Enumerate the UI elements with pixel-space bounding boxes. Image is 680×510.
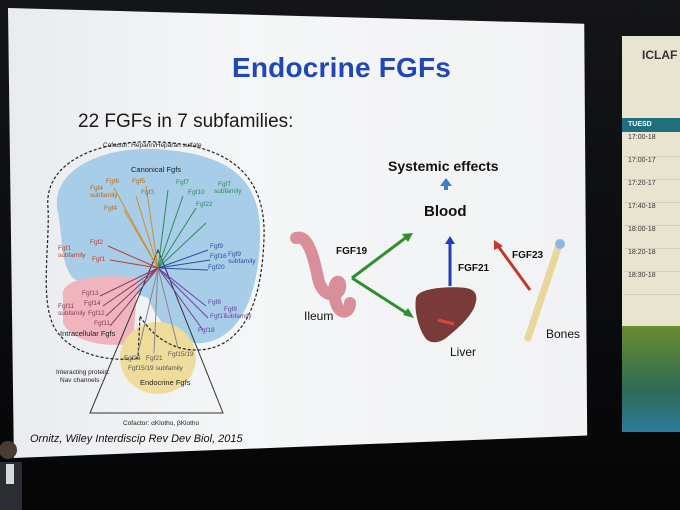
leaf-fgf23: Fgf23 <box>124 355 141 362</box>
leaf-fgf11: Fgf11 <box>94 320 111 327</box>
fgf23-arrowhead <box>494 240 503 250</box>
leaf-fgf5: Fgf5 <box>132 178 145 185</box>
slide-title: Endocrine FGFs <box>232 52 452 83</box>
ileum-label: Ileum <box>304 309 333 323</box>
leaf-fgf18: Fgf18 <box>198 327 215 334</box>
fgf21-arrowhead <box>445 236 455 244</box>
leaf-fgf1: Fgf1 <box>92 256 105 263</box>
schedule-time: 18:20-18 <box>624 249 680 272</box>
fgf1-subfamily-label: Fgf1 <box>58 245 71 252</box>
leaf-fgf20: Fgf20 <box>208 264 225 271</box>
leaf-fgf3: Fgf3 <box>141 189 154 196</box>
fgf7-subfamily-word: subfamily <box>214 188 242 195</box>
liver-illustration <box>415 287 477 343</box>
leaf-fgf16: Fgf16 <box>210 253 227 260</box>
intracellular-label: Intracellular Fgfs <box>60 329 116 338</box>
fgf8-subfamily-word: subfamily <box>224 313 252 320</box>
leaf-fgf8: Fgf8 <box>208 299 221 306</box>
blood-label: Blood <box>424 203 467 220</box>
fgf9-subfamily-label: Fgf9 <box>228 251 241 258</box>
fgf19-arrowhead-liver <box>403 308 414 318</box>
fgf11-subfamily-label: Fgf11 <box>58 303 75 310</box>
side-screen: ICLAF TUESD 17:00-18 17:00-17 17:20-17 1… <box>622 36 680 432</box>
ileum-illustration <box>290 231 356 318</box>
interacting-protein-label: Interacting protein: <box>56 369 110 376</box>
speaker-silhouette <box>0 441 22 510</box>
leaf-fgf9: Fgf9 <box>210 243 223 250</box>
fgf8-subfamily-label: Fgf8 <box>224 306 237 313</box>
leaf-fgf13: Fgf13 <box>82 290 99 297</box>
schedule-time: 17:40-18 <box>624 203 680 226</box>
fgf23-label: FGF23 <box>512 250 544 261</box>
leaf-fgf6: Fgf6 <box>106 178 119 185</box>
up-arrow-icon <box>440 178 452 190</box>
leaf-fgf17: Fgf17 <box>210 313 227 320</box>
bone-joint <box>555 239 565 249</box>
fgf19-arrow-blood <box>351 234 409 280</box>
side-schedule: 17:00-18 17:00-17 17:20-17 17:40-18 18:0… <box>624 134 680 295</box>
leaf-fgf2: Fgf2 <box>90 239 103 246</box>
liver-label: Liver <box>450 345 476 359</box>
bone-illustration <box>524 244 562 342</box>
schedule-time: 18:00-18 <box>624 226 680 249</box>
fgf4-subfamily-word: subfamily <box>90 192 118 199</box>
fgf15-subfamily-label: Fgf15/19 subfamily <box>128 365 184 372</box>
fgf7-subfamily-label: Fgf7 <box>218 181 231 188</box>
intracellular-fgfs-region <box>62 276 139 345</box>
leaf-fgf12: Fgf12 <box>88 310 105 317</box>
canonical-fgfs-region <box>56 148 261 344</box>
fgf19-label: FGF19 <box>336 246 368 257</box>
systemic-effects-label: Systemic effects <box>388 158 499 174</box>
fgf9-subfamily-word: subfamily <box>228 258 256 265</box>
schedule-time: 17:00-17 <box>624 157 680 180</box>
fgf19-arrow-liver <box>351 276 409 316</box>
slide-subtitle: 22 FGFs in 7 subfamilies: <box>78 111 294 132</box>
canonical-label: Canonical Fgfs <box>131 165 181 174</box>
schedule-time: 18:30-18 <box>624 272 680 295</box>
fgf23-arrow <box>496 245 532 291</box>
leaf-fgf14: Fgf14 <box>84 300 101 307</box>
leaf-fgf21: Fgf21 <box>146 355 163 362</box>
projected-slide: Endocrine FGFs 22 FGFs in 7 subfamilies: <box>8 8 588 458</box>
fgf1-subfamily-word: subfamily <box>58 252 86 259</box>
fgf4-subfamily-label: Fgf4 <box>90 185 103 192</box>
leaf-fgf7: Fgf7 <box>176 179 189 186</box>
fgf-phylogenetic-tree: Cofactor: Heparin/Heparan sulfate Canoni… <box>45 141 265 427</box>
schedule-time: 17:20-17 <box>624 180 680 203</box>
tree-branches <box>99 185 211 354</box>
fgf19-arrowhead-blood <box>402 233 413 242</box>
leaf-fgf1519: Fgf15/19 <box>168 351 194 358</box>
schedule-time: 17:00-18 <box>624 134 680 157</box>
endocrine-fgf-diagram: Systemic effects Blood Ileum FGF19 Liver… <box>290 158 580 359</box>
conference-logo: ICLAF <box>642 48 678 62</box>
heparin-dashed-outline <box>45 141 265 360</box>
liver-vessel <box>437 318 455 326</box>
endocrine-triangle <box>89 248 224 414</box>
bones-label: Bones <box>546 327 580 341</box>
fgf21-label: FGF21 <box>458 263 490 274</box>
leaf-fgf4: Fgf4 <box>104 205 117 212</box>
citation: Ornitz, Wiley Interdiscip Rev Dev Biol, … <box>30 433 243 445</box>
nav-channels-label: Nav channels <box>60 377 100 384</box>
side-grass-decoration <box>622 326 680 432</box>
fgf11-subfamily-word: subfamily <box>58 310 86 317</box>
cofactor-top-label: Cofactor: Heparin/Heparan sulfate <box>103 142 202 149</box>
leaf-fgf22: Fgf22 <box>196 201 213 208</box>
cofactor-bottom-label: Cofactor: αKlotho, βKlotho <box>123 420 200 427</box>
side-day-header: TUESD <box>622 118 680 132</box>
endocrine-label: Endocrine Fgfs <box>140 378 191 387</box>
leaf-fgf10: Fgf10 <box>188 189 205 196</box>
